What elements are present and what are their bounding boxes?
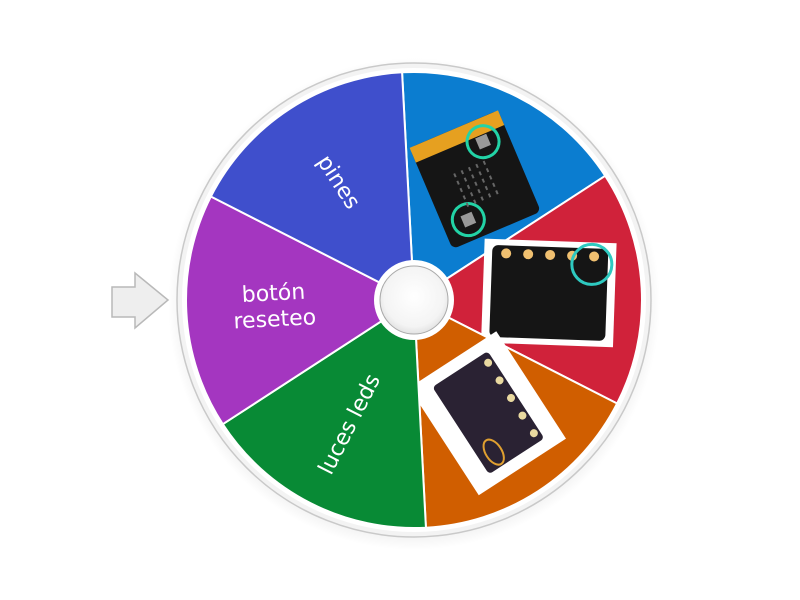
segment-fill (221, 298, 427, 529)
microbit-buttons-a-b-image (409, 110, 540, 248)
segment-label: botónreseteo (232, 279, 317, 334)
wheel-segment-blue-image[interactable] (401, 71, 607, 302)
arrow-right-icon (111, 271, 170, 330)
microbit-back-pin-image (481, 238, 617, 348)
microbit-photo-back-image (409, 331, 566, 496)
wheel-segment-indigo-text[interactable]: pines (209, 71, 416, 302)
wheel-hub[interactable] (379, 265, 449, 335)
wheel-segment-green-text[interactable]: luces leds (221, 298, 427, 529)
wheel-segment-orange-image[interactable] (409, 298, 619, 529)
wheel-segment-red-image[interactable] (412, 174, 643, 405)
segment-fill (209, 71, 416, 302)
segment-fill (185, 195, 416, 426)
wheel-segment-purple-text[interactable]: botónreseteo (185, 195, 416, 426)
